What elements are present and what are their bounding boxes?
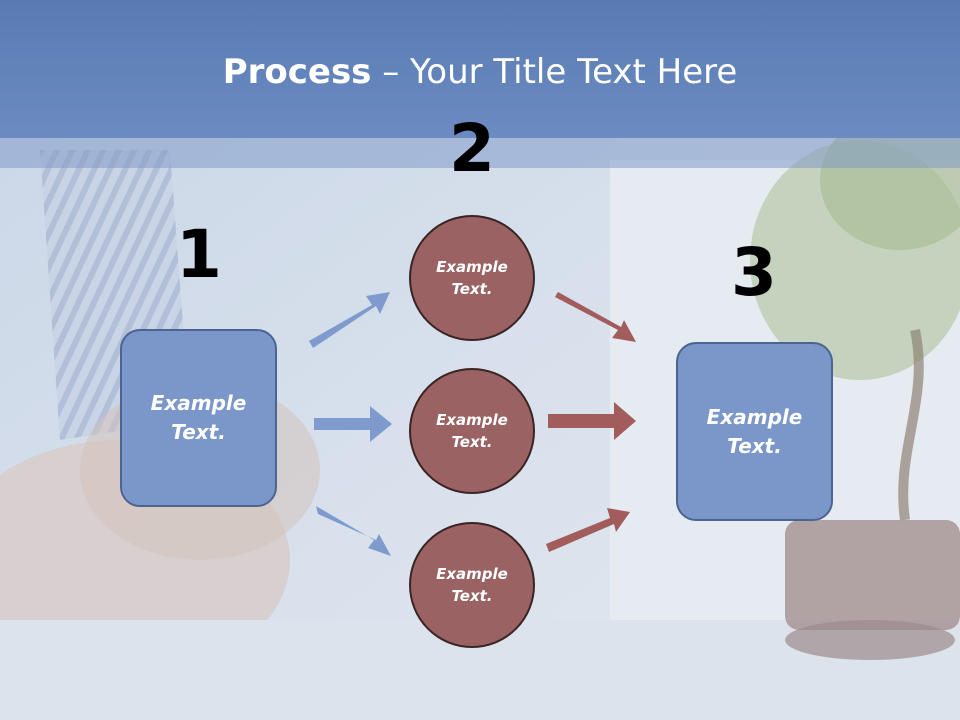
- step-number-1: 1: [176, 216, 222, 293]
- step-number-3: 3: [731, 234, 777, 311]
- step-number-2: 2: [449, 110, 495, 187]
- step-3-line2: Text.: [727, 433, 782, 458]
- circle-top-line2: Text.: [451, 280, 493, 298]
- arrow-box1-to-circle1: [309, 292, 390, 348]
- step-1-line1: Example: [150, 391, 247, 415]
- circle-top-line1: Example: [436, 257, 508, 276]
- slide-title: Process – Your Title Text Here: [0, 52, 960, 92]
- arrow-circle3-to-box3: [546, 508, 630, 552]
- circle-middle-line1: Example: [436, 410, 508, 429]
- circle-middle-line2: Text.: [451, 433, 493, 451]
- title-band: [0, 138, 960, 168]
- title-rest: – Your Title Text Here: [371, 52, 738, 92]
- circle-top[interactable]: Example Text.: [409, 215, 535, 341]
- step-1-line2: Text.: [171, 420, 226, 444]
- circle-bottom[interactable]: Example Text.: [409, 522, 535, 648]
- step-1-box[interactable]: Example Text.: [120, 329, 277, 507]
- arrow-circle2-to-box3: [548, 402, 636, 440]
- title-bar: [0, 0, 960, 138]
- arrow-box1-to-circle3: [316, 506, 391, 556]
- arrow-circle1-to-box3: [555, 292, 636, 342]
- circle-middle[interactable]: Example Text.: [409, 368, 535, 494]
- circle-bottom-line2: Text.: [451, 587, 493, 605]
- arrow-box1-to-circle2: [314, 406, 392, 442]
- step-3-box[interactable]: Example Text.: [676, 342, 833, 521]
- circle-bottom-line1: Example: [436, 564, 508, 583]
- step-3-line1: Example: [706, 404, 803, 429]
- title-bold: Process: [222, 52, 372, 92]
